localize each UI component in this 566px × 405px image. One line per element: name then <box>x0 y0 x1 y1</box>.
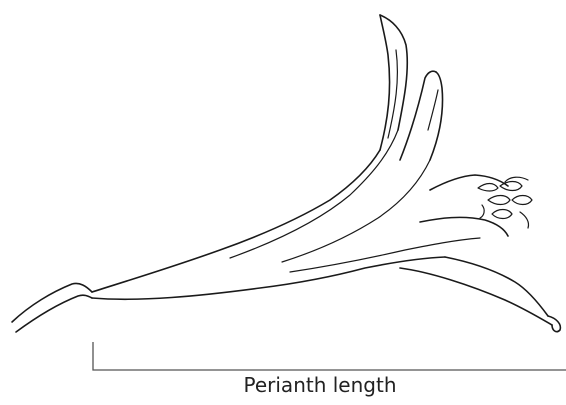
tepal-lower-inner <box>400 268 552 325</box>
tepal-spreading-lower <box>420 217 508 236</box>
tepal-erect-right-fold <box>428 90 438 130</box>
inner-tepal-line-2 <box>282 160 430 262</box>
tepal-spreading <box>430 175 508 190</box>
perianth-tube-lower <box>92 257 445 299</box>
tepal-lower-outer <box>445 257 548 316</box>
perianth-length-bracket <box>93 342 566 370</box>
pedicel-lower-edge <box>16 295 92 332</box>
perianth-tube-upper <box>92 150 380 292</box>
pedicel-upper-edge <box>12 283 92 322</box>
inner-tepal-line-1 <box>230 130 398 258</box>
tepal-erect-left-outer <box>380 15 390 150</box>
inner-tepal-line-3 <box>290 238 480 272</box>
perianth-length-caption: Perianth length <box>190 373 450 397</box>
